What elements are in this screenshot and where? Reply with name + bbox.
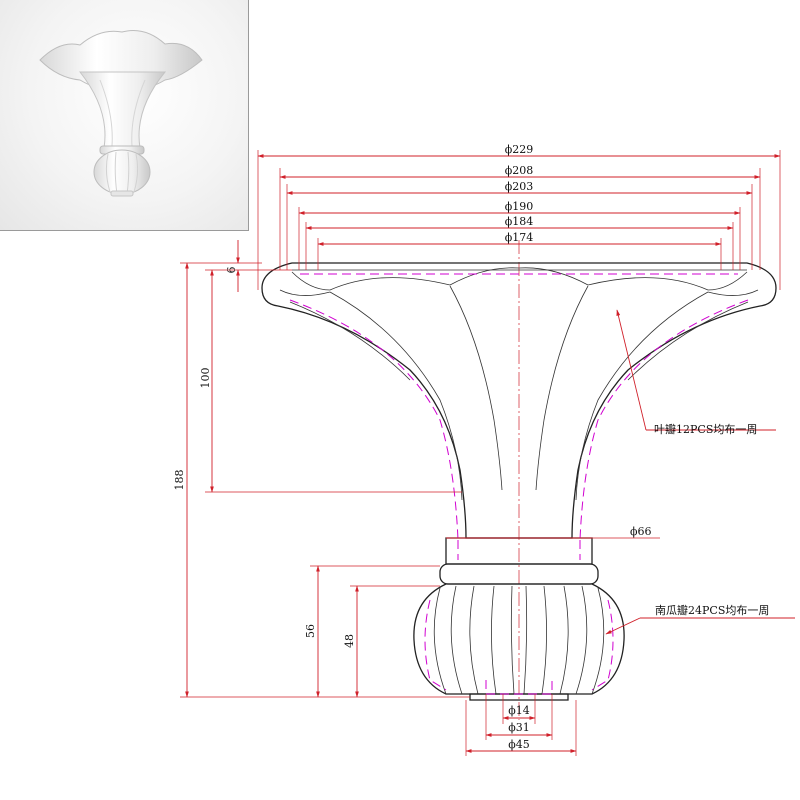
dim-d45: ϕ45 [508, 738, 530, 751]
dim-d229: ϕ229 [505, 143, 534, 156]
dim-h188: 188 [173, 470, 186, 491]
pumpkin-note: 南瓜瓣24PCS均布一周 [655, 603, 769, 617]
hidden-inner-contour [289, 273, 749, 695]
extension-lines [180, 150, 781, 756]
product-photo [0, 0, 249, 231]
leg-outline [261, 262, 777, 539]
dim-d14: ϕ14 [508, 704, 530, 717]
dim-d190: ϕ190 [505, 200, 534, 213]
dim-h56: 56 [304, 624, 317, 638]
dim-d184: ϕ184 [505, 215, 534, 228]
dim-h6: 6 [225, 267, 238, 274]
notes: 叶瓣12PCS均布一周 南瓜瓣24PCS均布一周 [654, 422, 769, 617]
dim-h100: 100 [199, 368, 212, 389]
dim-d31: ϕ31 [508, 721, 530, 734]
dim-d203: ϕ203 [505, 180, 534, 193]
petal-note: 叶瓣12PCS均布一周 [654, 422, 757, 436]
dimension-labels: ϕ229 ϕ208 ϕ203 ϕ190 ϕ184 ϕ174 ϕ66 ϕ14 ϕ3… [173, 143, 652, 751]
dim-d66: ϕ66 [630, 525, 652, 538]
dim-d174: ϕ174 [505, 231, 534, 244]
leader-lines [605, 309, 795, 635]
dim-d208: ϕ208 [505, 164, 534, 177]
furniture-leg-photo-illustration [39, 30, 203, 197]
dim-h48: 48 [343, 634, 356, 648]
diameter-dimensions [257, 154, 781, 753]
height-dimensions [185, 240, 359, 698]
